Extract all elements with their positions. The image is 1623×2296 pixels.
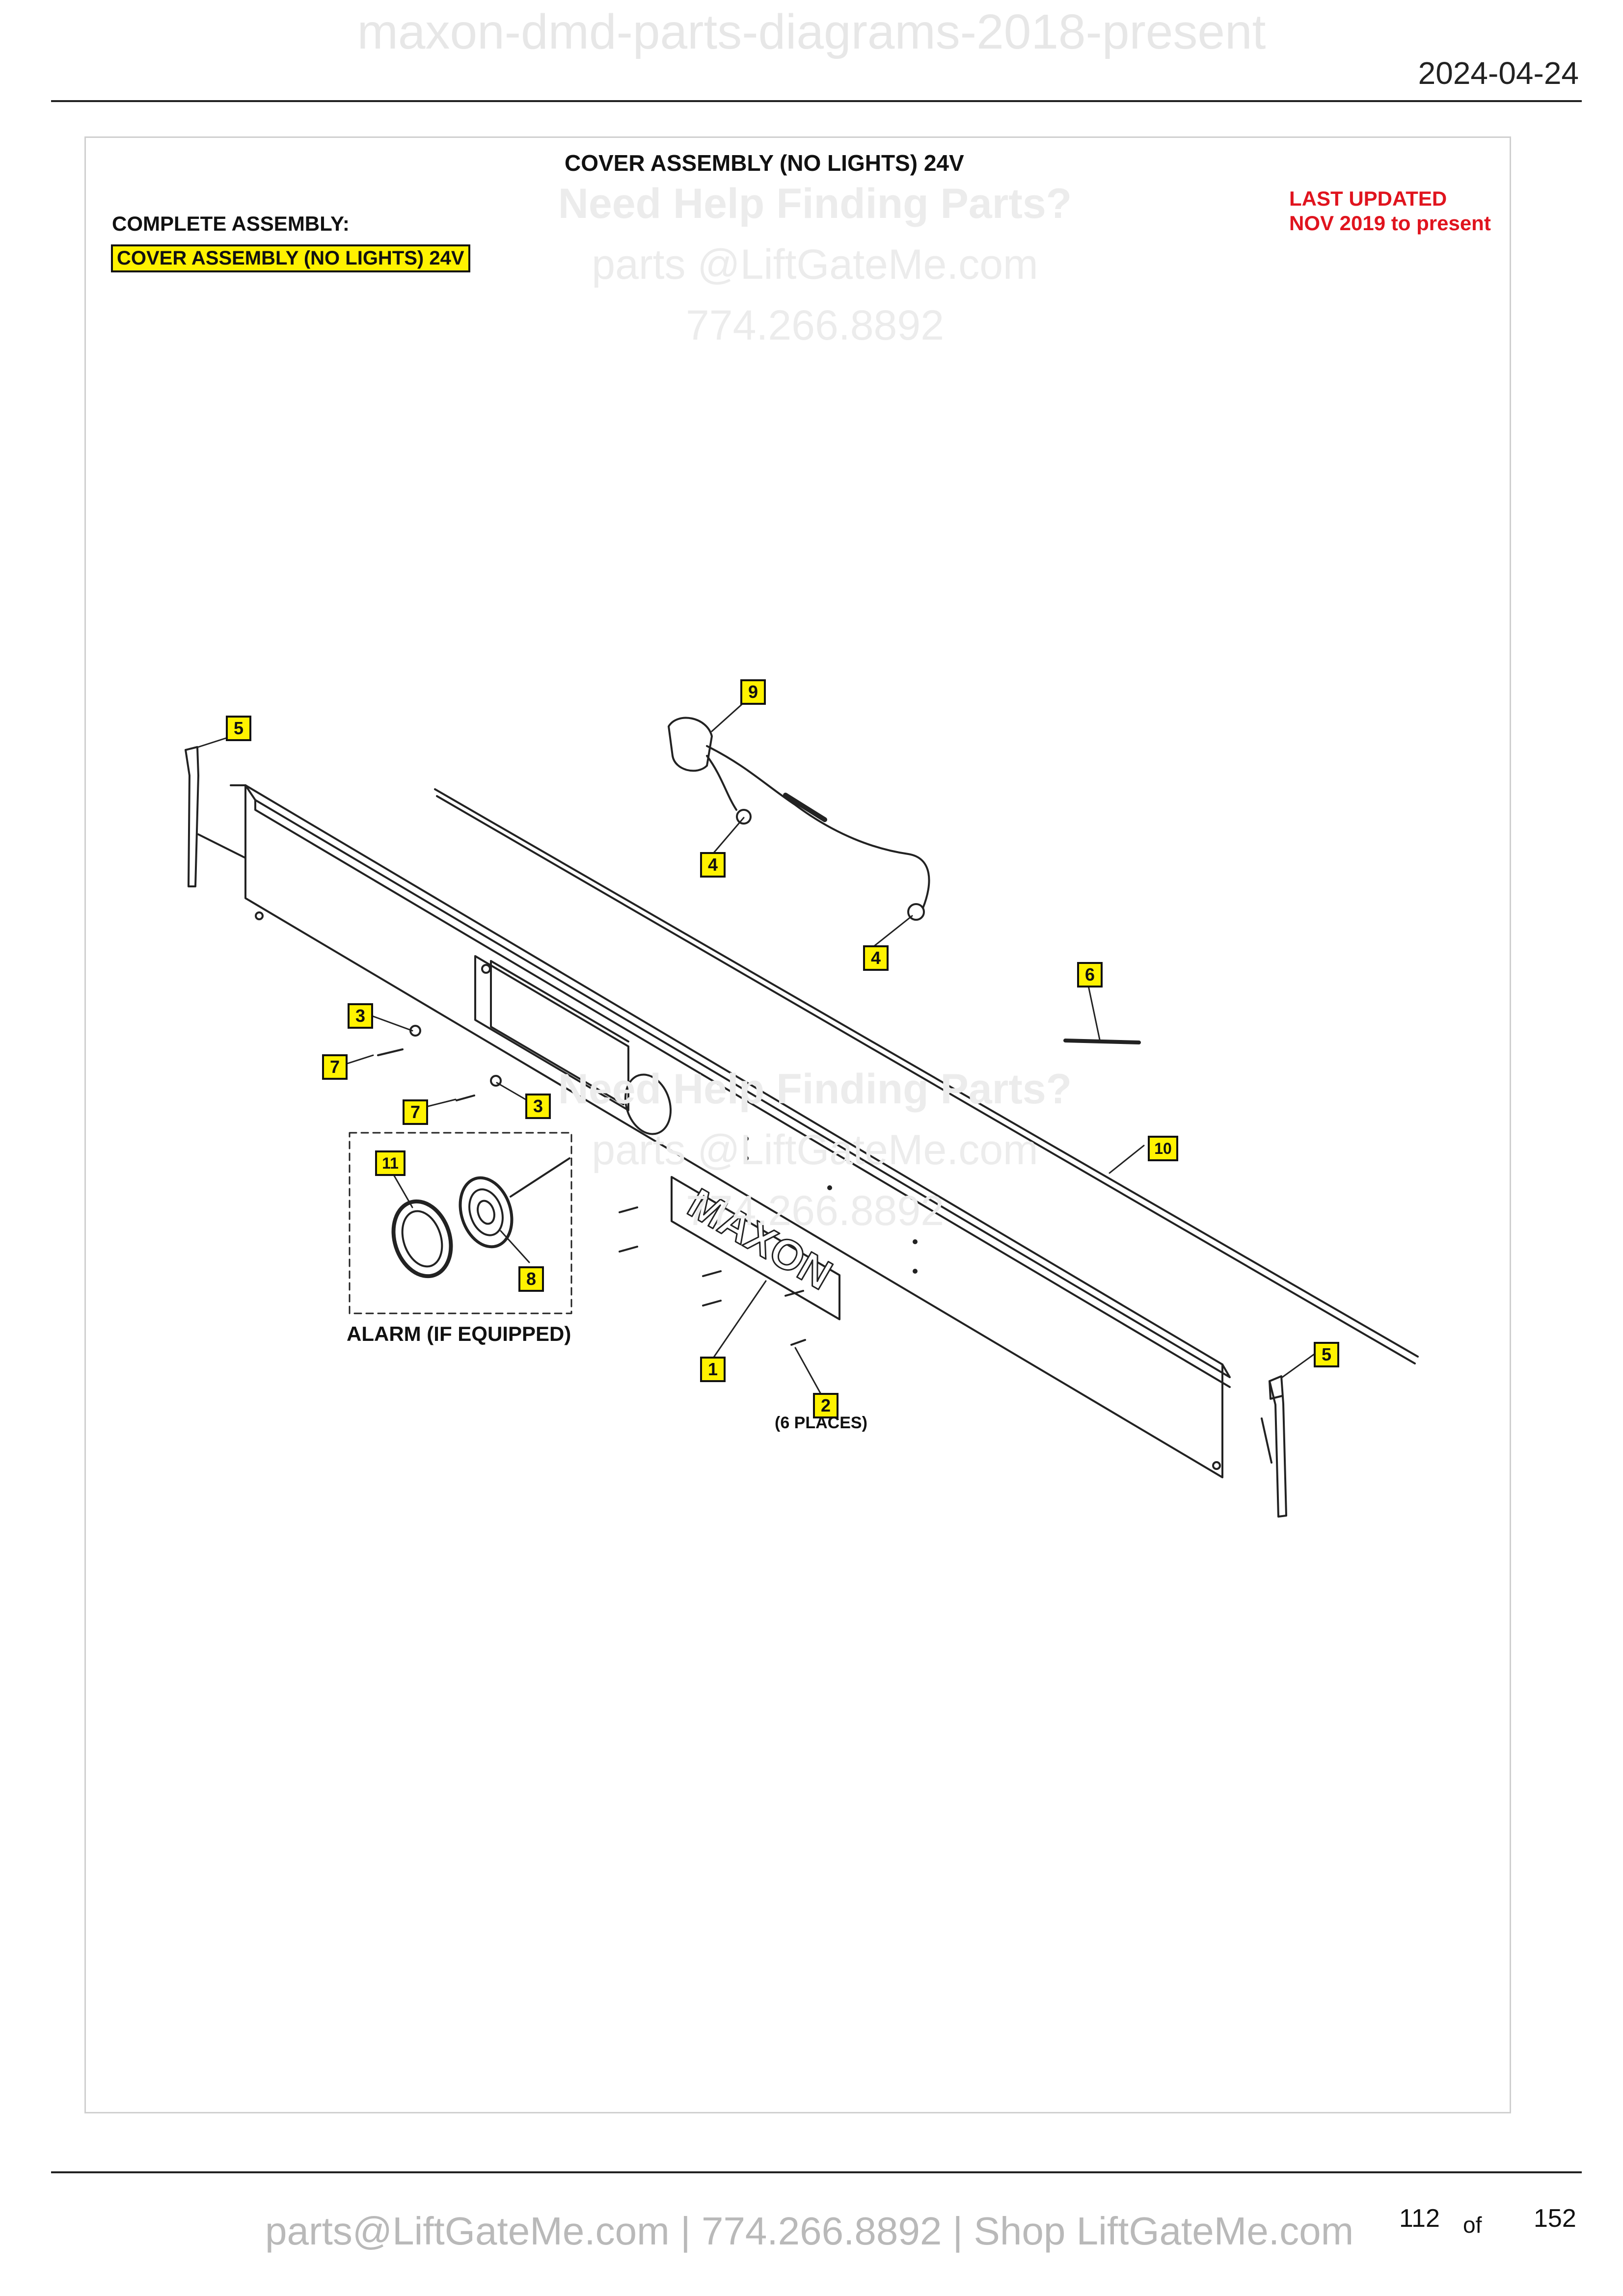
panel-holes [744,1136,918,1274]
callout-5-right[interactable]: 5 [1314,1342,1339,1367]
page-number-current: 112 [1399,2204,1440,2233]
callout-10[interactable]: 10 [1148,1136,1178,1161]
document-watermark-title: maxon-dmd-parts-diagrams-2018-present [357,4,1266,59]
complete-assembly-link[interactable]: COVER ASSEMBLY (NO LIGHTS) 24V [111,244,470,272]
help-watermark-email: parts @LiftGateMe.com [592,241,1038,288]
callout-7-upper[interactable]: 7 [322,1054,348,1080]
callout-3-upper[interactable]: 3 [348,1003,373,1029]
cover-panel [244,784,1223,1478]
last-updated-note: LAST UPDATED NOV 2019 to present [1289,187,1491,236]
callout-4-upper[interactable]: 4 [700,852,726,878]
diagram-title: COVER ASSEMBLY (NO LIGHTS) 24V [565,150,964,176]
help-watermark-title: Need Help Finding Parts? [558,180,1072,227]
alarm-hole [624,1073,672,1135]
callout-2[interactable]: 2 [813,1393,839,1418]
callout-3-lower[interactable]: 3 [525,1094,551,1119]
alarm-box-outline [349,1132,572,1314]
callout-4-lower[interactable]: 4 [863,945,889,971]
callout-1[interactable]: 1 [700,1357,726,1382]
complete-assembly-label: COMPLETE ASSEMBLY: [112,212,350,235]
callout-6[interactable]: 6 [1077,962,1103,988]
callout-11[interactable]: 11 [375,1150,406,1176]
six-places-note: (6 PLACES) [775,1414,867,1432]
bezel-part-11 [391,1199,453,1279]
alarm-box-cutout [474,955,629,1111]
help-watermark-title-2: Need Help Finding Parts? [558,1066,1072,1113]
callout-5-left[interactable]: 5 [226,716,251,741]
last-updated-line1: LAST UPDATED [1289,187,1447,210]
callout-8[interactable]: 8 [518,1266,544,1292]
rivets-part-2 [619,1206,806,1346]
page-number-total: 152 [1534,2204,1576,2233]
document-date: 2024-04-24 [1418,55,1579,91]
help-watermark-email-2: parts @LiftGateMe.com [592,1126,1038,1174]
cable-tie-part-6 [1063,1039,1141,1044]
help-watermark-phone-2: 774.266.8892 [685,1187,945,1234]
alarm-part-8 [459,1176,514,1249]
rod-part-10 [434,788,1419,1364]
maxon-plate-part-1 [671,1176,840,1320]
alarm-label: ALARM (IF EQUIPPED) [347,1322,571,1345]
footer-divider [51,2171,1582,2173]
page-number-of: of [1463,2212,1482,2238]
diagram-frame [84,136,1511,2113]
callout-7-lower[interactable]: 7 [403,1099,428,1125]
harness-part-9 [668,717,713,772]
last-updated-line2: NOV 2019 to present [1289,212,1491,235]
callout-9[interactable]: 9 [740,679,766,705]
header-divider [51,100,1582,102]
footer-contact-line[interactable]: parts@LiftGateMe.com | 774.266.8892 | Sh… [265,2209,1354,2253]
end-cap-left [185,746,199,887]
end-cap-right [1269,1375,1287,1518]
cover-panel-top-flange [244,784,1231,1378]
help-watermark-phone: 774.266.8892 [685,302,945,349]
